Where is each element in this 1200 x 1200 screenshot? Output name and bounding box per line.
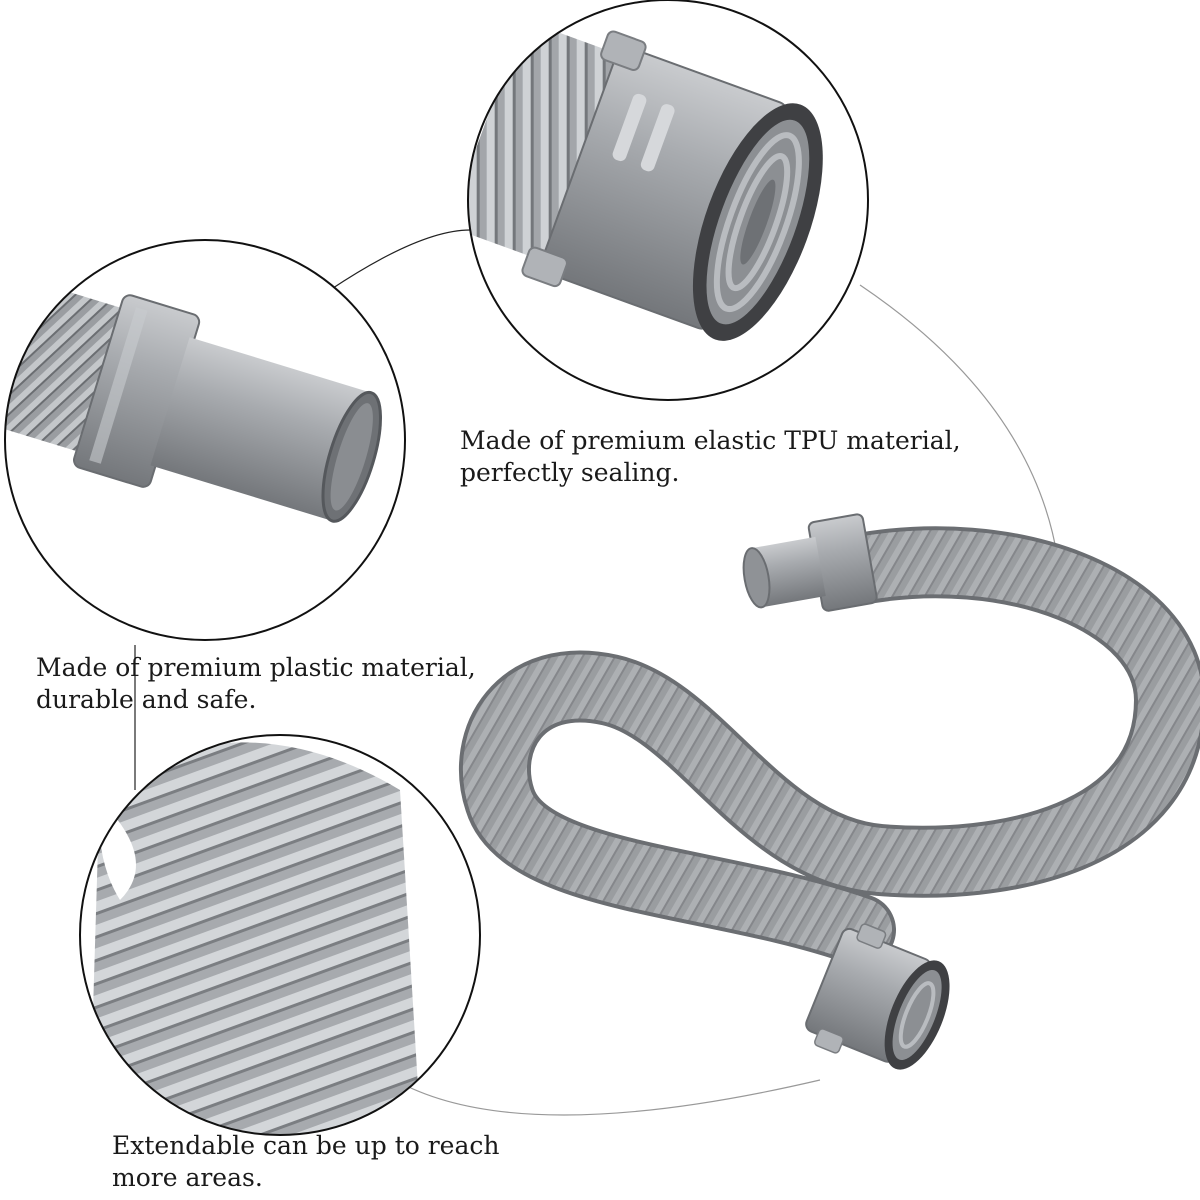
connector-arc [394,1079,821,1116]
caption-plastic-material: Made of premium plastic material, durabl… [36,652,476,716]
caption-extendable-line1: Extendable can be up to reach [112,1131,500,1160]
caption-tpu-line1: Made of premium elastic TPU material, [460,426,961,455]
connector-arc [329,229,471,291]
vacuum-hose [459,513,1200,1070]
detail-circle-plastic [4,239,406,641]
detail-circle-tpu [467,0,869,401]
detail-circle-extendable [79,734,481,1136]
caption-tpu-material: Made of premium elastic TPU material, pe… [460,425,961,489]
caption-plastic-line2: durable and safe. [36,685,257,714]
hose-bottom-connector [805,923,950,1070]
tpu-seal-detail [468,0,868,400]
hose-top-connector [742,513,878,612]
caption-plastic-line1: Made of premium plastic material, [36,653,476,682]
caption-extendable: Extendable can be up to reach more areas… [112,1130,500,1194]
extendable-hose-detail [80,735,480,1135]
caption-tpu-line2: perfectly sealing. [460,458,680,487]
plastic-connector-detail [5,240,405,640]
caption-extendable-line2: more areas. [112,1163,263,1192]
